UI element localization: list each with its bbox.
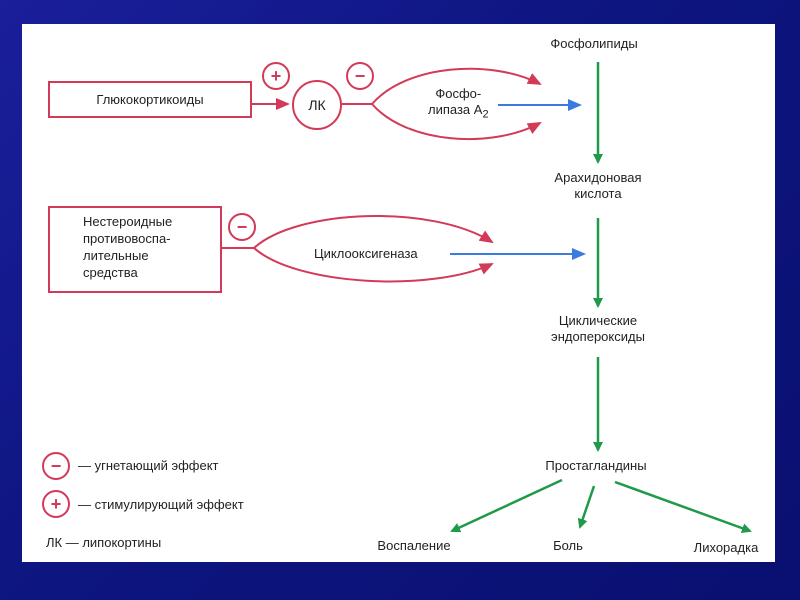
inhibit-curve-upper-2 (253, 214, 494, 249)
nsaid-line2: противовоспа- (83, 231, 171, 246)
arrow-to-fever (614, 480, 752, 533)
arachidonic-line1: Арахидоновая (554, 170, 642, 185)
legend-minus-text: — угнетающий эффект (78, 458, 219, 473)
node-arachidonic-acid: Арахидоновая кислота (554, 170, 641, 202)
legend-plus-text: — стимулирующий эффект (78, 497, 244, 512)
phospholipase-line2: липаза А (428, 102, 483, 117)
plus-sign-icon: + (262, 62, 290, 90)
node-prostaglandins: Простагландины (545, 458, 647, 473)
endoperoxides-line2: эндопероксиды (551, 329, 645, 344)
node-phospholipase-a2: Фосфо- липаза А2 (428, 86, 489, 123)
legend-minus-icon: − (42, 452, 70, 480)
diagram-slide: Фосфолипиды Арахидоновая кислота Цикличе… (22, 24, 775, 562)
node-cyclooxygenase: Циклооксигеназа (314, 246, 418, 261)
minus-sign-icon: − (346, 62, 374, 90)
arrow-to-inflammation (450, 478, 563, 533)
phospholipase-line1: Фосфо- (435, 86, 482, 101)
nsaid-box: Нестероидные противовоспа- лительные сре… (48, 206, 222, 293)
inhibit-curve-lower-2 (253, 247, 494, 283)
legend-lk-text: ЛК — липокортины (46, 535, 162, 550)
node-fever: Лихорадка (693, 540, 759, 555)
nsaid-line3: лительные (83, 248, 149, 263)
node-phospholipids: Фосфолипиды (550, 36, 638, 51)
nsaid-line1: Нестероидные (83, 214, 173, 229)
arachidonic-line2: кислота (574, 186, 622, 201)
node-inflammation: Воспаление (377, 538, 451, 553)
diagram-arrows (222, 62, 752, 533)
glucocorticoids-box: Глюкокортикоиды (48, 81, 252, 118)
node-cyclic-endoperoxides: Циклические эндопероксиды (551, 313, 645, 345)
legend-plus-icon: + (42, 490, 70, 518)
nsaid-line4: средства (83, 265, 138, 280)
minus-sign-icon: − (228, 213, 256, 241)
arrow-to-pain (577, 485, 596, 529)
phospholipase-subscript: 2 (482, 108, 489, 121)
endoperoxides-line1: Циклические (558, 313, 638, 328)
inhibit-curve-lower-1 (371, 103, 542, 141)
nsaid-label: Нестероидные противовоспа- лительные сре… (83, 213, 172, 281)
lipocortins-circle: ЛК (292, 80, 342, 130)
node-pain: Боль (553, 538, 583, 553)
inhibit-curve-upper-1 (371, 67, 542, 105)
glucocorticoids-label: Глюкокортикоиды (96, 92, 204, 107)
